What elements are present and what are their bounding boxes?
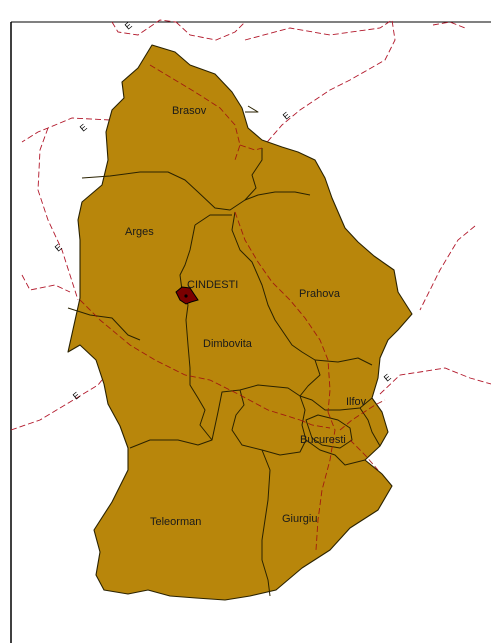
county-label-giurgiu[interactable]: Giurgiu <box>282 513 317 525</box>
road-marker-e: E <box>53 242 64 254</box>
county-label-dimbovita[interactable]: Dimbovita <box>203 338 253 350</box>
road-marker-e: E <box>281 110 292 122</box>
road-marker-e: E <box>123 20 134 32</box>
inner-roads <box>79 64 386 551</box>
county-label-bucuresti[interactable]: Bucuresti <box>300 434 346 446</box>
road-marker-e: E <box>78 122 89 134</box>
county-label-teleorman[interactable]: Teleorman <box>150 516 201 528</box>
town-label-cindesti[interactable]: CINDESTI <box>187 279 238 291</box>
region-landmass <box>67 44 413 601</box>
county-borders <box>67 105 381 597</box>
outer-roads <box>10 19 491 431</box>
road-marker-e: E <box>71 390 82 402</box>
county-label-prahova[interactable]: Prahova <box>299 288 341 300</box>
county-label-brasov[interactable]: Brasov <box>172 105 207 117</box>
road-marker-e: E <box>382 372 393 384</box>
county-label-ilfov[interactable]: Ilfov <box>346 396 367 408</box>
town-cindesti-marker[interactable] <box>175 286 199 305</box>
county-label-arges[interactable]: Arges <box>125 226 154 238</box>
